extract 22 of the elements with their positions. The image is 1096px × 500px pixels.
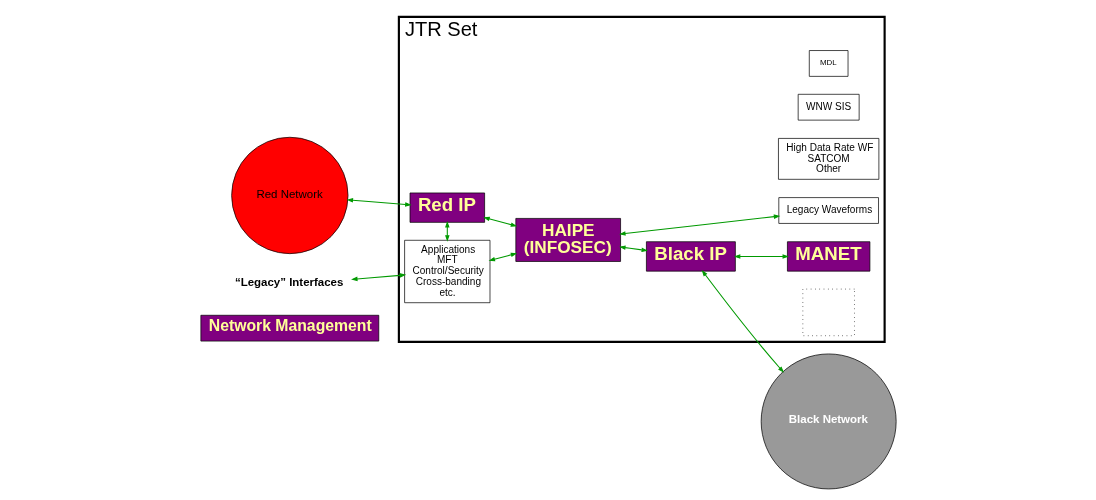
arrow — [346, 198, 412, 207]
node-box: Red IP — [409, 192, 485, 223]
arrow — [482, 216, 517, 227]
node-circle: Black Network — [760, 353, 897, 490]
arrow — [488, 252, 517, 262]
arrow — [618, 245, 648, 253]
node-text: “Legacy” Interfaces — [234, 276, 343, 289]
arrow — [618, 214, 780, 236]
node-box: Legacy Waveforms — [777, 197, 879, 224]
node-box — [801, 288, 855, 337]
node-box: Black IP — [645, 241, 736, 272]
node-box: HAIPE (INFOSEC) — [514, 218, 621, 262]
node-box: MANET — [786, 241, 870, 272]
node-box: Applications MFT Control/Security Cross-banding etc. — [403, 239, 490, 304]
arrow — [733, 254, 789, 259]
node-box: WNW SIS — [797, 93, 859, 121]
node-circle: Red Network — [230, 136, 348, 254]
arrow — [701, 269, 784, 373]
node-box: Network Management — [200, 314, 379, 342]
node-box: MDL — [808, 50, 848, 77]
arrow — [350, 273, 406, 282]
node-box: High Data Rate WF SATCOM Other — [777, 138, 879, 180]
